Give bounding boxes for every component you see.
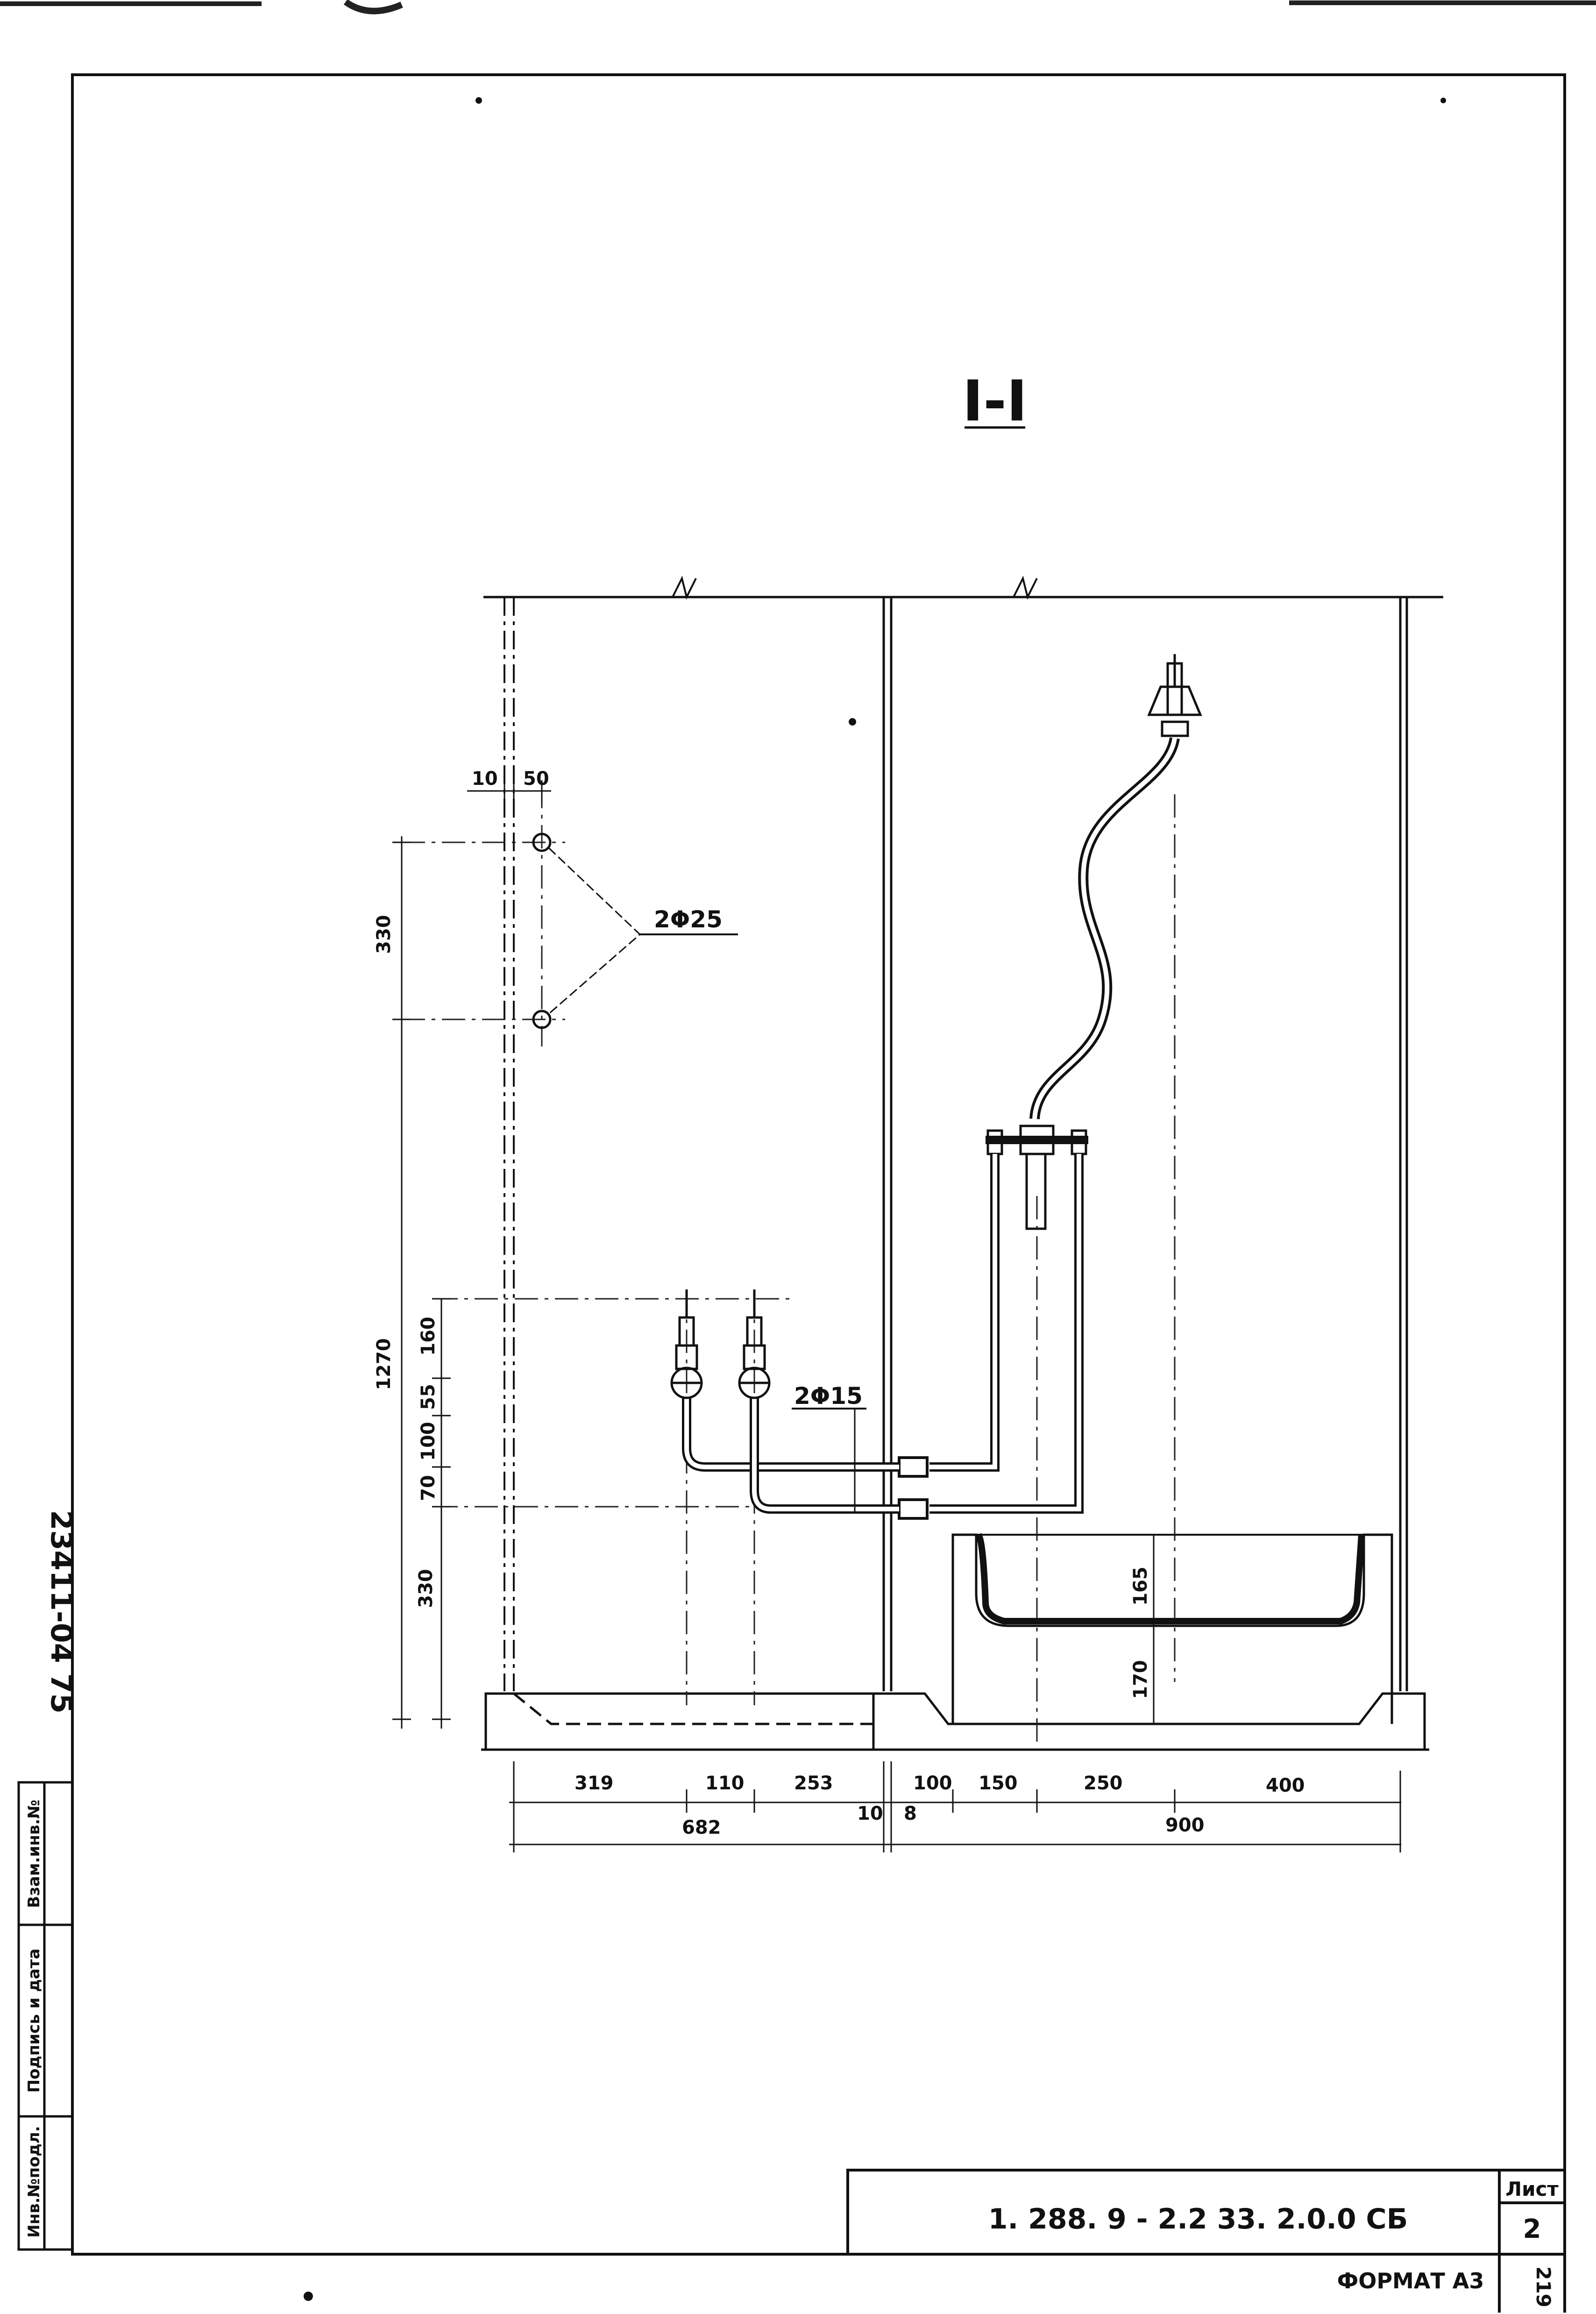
dim-tray-165: 165 xyxy=(1130,1566,1151,1606)
cold-riser xyxy=(929,1154,1084,1514)
title-sheet-label: Лист xyxy=(1505,2178,1559,2200)
shower-head-icon xyxy=(1147,654,1202,737)
dim-bottom-150: 150 xyxy=(979,1773,1018,1794)
scan-edge-marks xyxy=(0,0,1596,14)
dim-bottom-253: 253 xyxy=(794,1773,833,1794)
valve-left-icon xyxy=(670,1289,703,1399)
bottom-dimensions xyxy=(509,1761,1401,1852)
dim-bottom-10: 10 xyxy=(857,1803,883,1824)
mixer-assembly xyxy=(682,1125,1088,1520)
dim-left-1270: 1270 xyxy=(373,1338,395,1390)
dim-left-330-bottom: 330 xyxy=(415,1569,437,1608)
dim-top-50: 50 xyxy=(523,768,549,790)
section-title-text: I-I xyxy=(962,369,1027,434)
dim-left-160: 160 xyxy=(418,1317,439,1356)
title-sheet-number: 2 xyxy=(1523,2214,1541,2244)
title-format: ФОРМАТ А3 xyxy=(1337,2268,1484,2293)
coupling-lower-icon xyxy=(898,1498,929,1520)
left-dimensions xyxy=(392,836,451,1729)
center-lines xyxy=(402,785,1176,1747)
wall-structure xyxy=(481,576,1443,1751)
dim-left-100: 100 xyxy=(418,1422,439,1461)
dim-left-330-top: 330 xyxy=(373,915,395,954)
stamp-replace-inv-no: Взам.инв.№ xyxy=(25,1800,43,1908)
title-page-mark: 219 xyxy=(1532,2266,1555,2307)
stamp-signature-date: Подпись и дата xyxy=(25,1949,43,2093)
side-stamp xyxy=(17,1781,74,2251)
top-dimensions xyxy=(467,780,551,804)
hole-lower-icon xyxy=(532,1010,552,1029)
dim-bottom-682: 682 xyxy=(682,1817,721,1838)
title-block xyxy=(846,2169,1566,2313)
scan-specks xyxy=(304,97,1446,2301)
handwritten-number: 23411-04 75 xyxy=(44,1510,78,1714)
section-title: I-I xyxy=(962,369,1027,434)
dim-bottom-319: 319 xyxy=(575,1773,614,1794)
shower-tray xyxy=(951,1533,1393,1724)
valves xyxy=(670,1289,866,1514)
dim-bottom-8: 8 xyxy=(904,1803,917,1824)
title-designation: 1. 288. 9 - 2.2 33. 2.0.0 СБ xyxy=(988,2203,1408,2236)
dim-bottom-400: 400 xyxy=(1266,1775,1305,1796)
wall-holes: 2Φ25 xyxy=(532,833,738,1029)
dim-bottom-250: 250 xyxy=(1084,1773,1123,1794)
valve-right-icon xyxy=(738,1289,771,1399)
dim-left-55: 55 xyxy=(418,1384,439,1410)
dim-bottom-110: 110 xyxy=(705,1773,745,1794)
shower-assembly xyxy=(1029,654,1202,1120)
dim-left-70: 70 xyxy=(418,1475,439,1501)
dim-bottom-900: 900 xyxy=(1165,1815,1205,1836)
hot-riser xyxy=(929,1154,1000,1472)
dim-bottom-100: 100 xyxy=(913,1773,952,1794)
pipes-callout: 2Φ15 xyxy=(794,1382,863,1410)
sheet-frame xyxy=(71,73,1566,2256)
hole-upper-icon xyxy=(532,833,552,852)
shower-hose xyxy=(1029,737,1180,1120)
holes-callout: 2Φ25 xyxy=(654,906,723,933)
stamp-inv-no-original: Инв.№подл. xyxy=(25,2126,43,2237)
dim-tray-170: 170 xyxy=(1130,1660,1151,1699)
dim-top-10: 10 xyxy=(472,768,498,790)
coupling-upper-icon xyxy=(898,1456,929,1478)
